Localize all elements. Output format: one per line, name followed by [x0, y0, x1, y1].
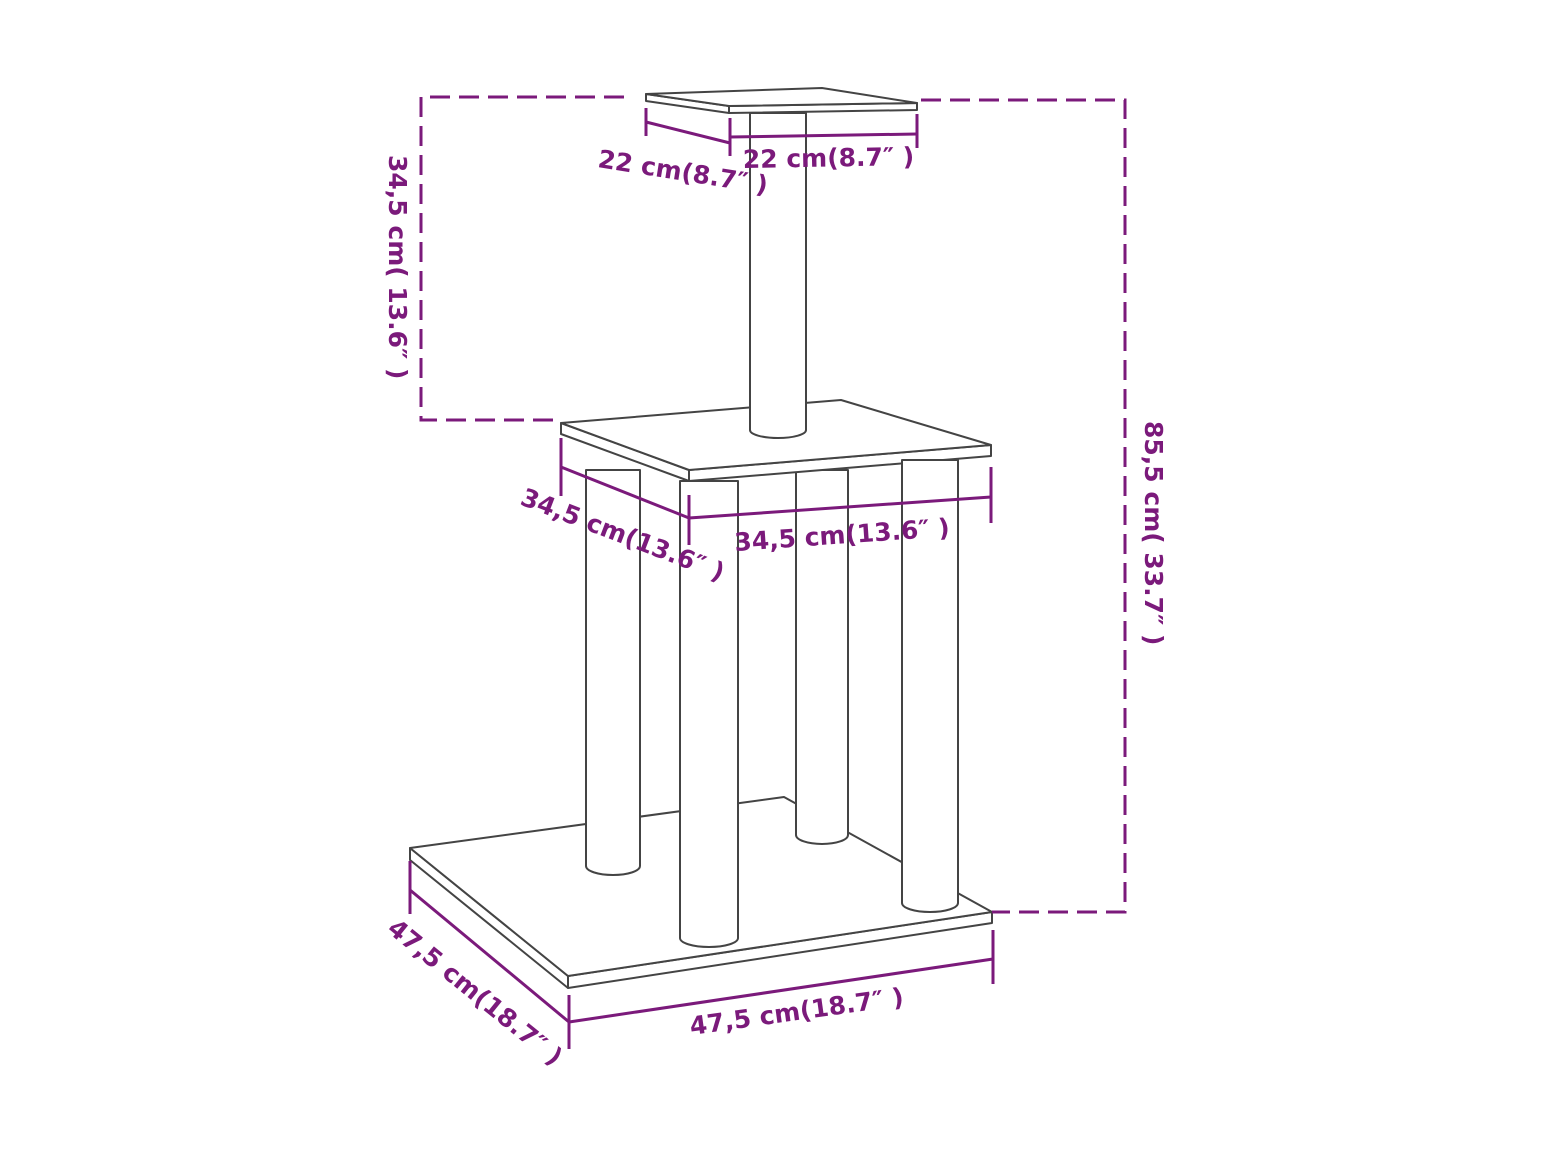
base-width-line: [568, 957, 994, 1024]
mid-width-line: [688, 495, 992, 520]
front-post-left: [679, 480, 739, 948]
top-width-line: [729, 132, 918, 139]
top-width-label: 22 cm(8.7″ ): [743, 142, 915, 174]
dimension-lines: [408, 95, 1127, 1049]
mid-depth-line: [560, 465, 690, 520]
base-depth-line: [409, 888, 570, 1024]
top-section-height-label: 34,5 cm( 13.6″ ): [383, 155, 412, 379]
top-platform: [645, 87, 918, 114]
total-height-label: 85,5 cm( 33.7″ ): [1139, 421, 1168, 645]
front-post-right: [901, 459, 959, 913]
top-height-dashed: [419, 95, 624, 422]
top-post: [749, 112, 807, 439]
total-height-dashed: [921, 98, 1127, 914]
base-width-label: 47,5 cm(18.7″ ): [688, 982, 906, 1041]
back-post-left: [585, 469, 641, 876]
back-post-right: [795, 469, 849, 845]
top-depth-line: [645, 120, 731, 145]
